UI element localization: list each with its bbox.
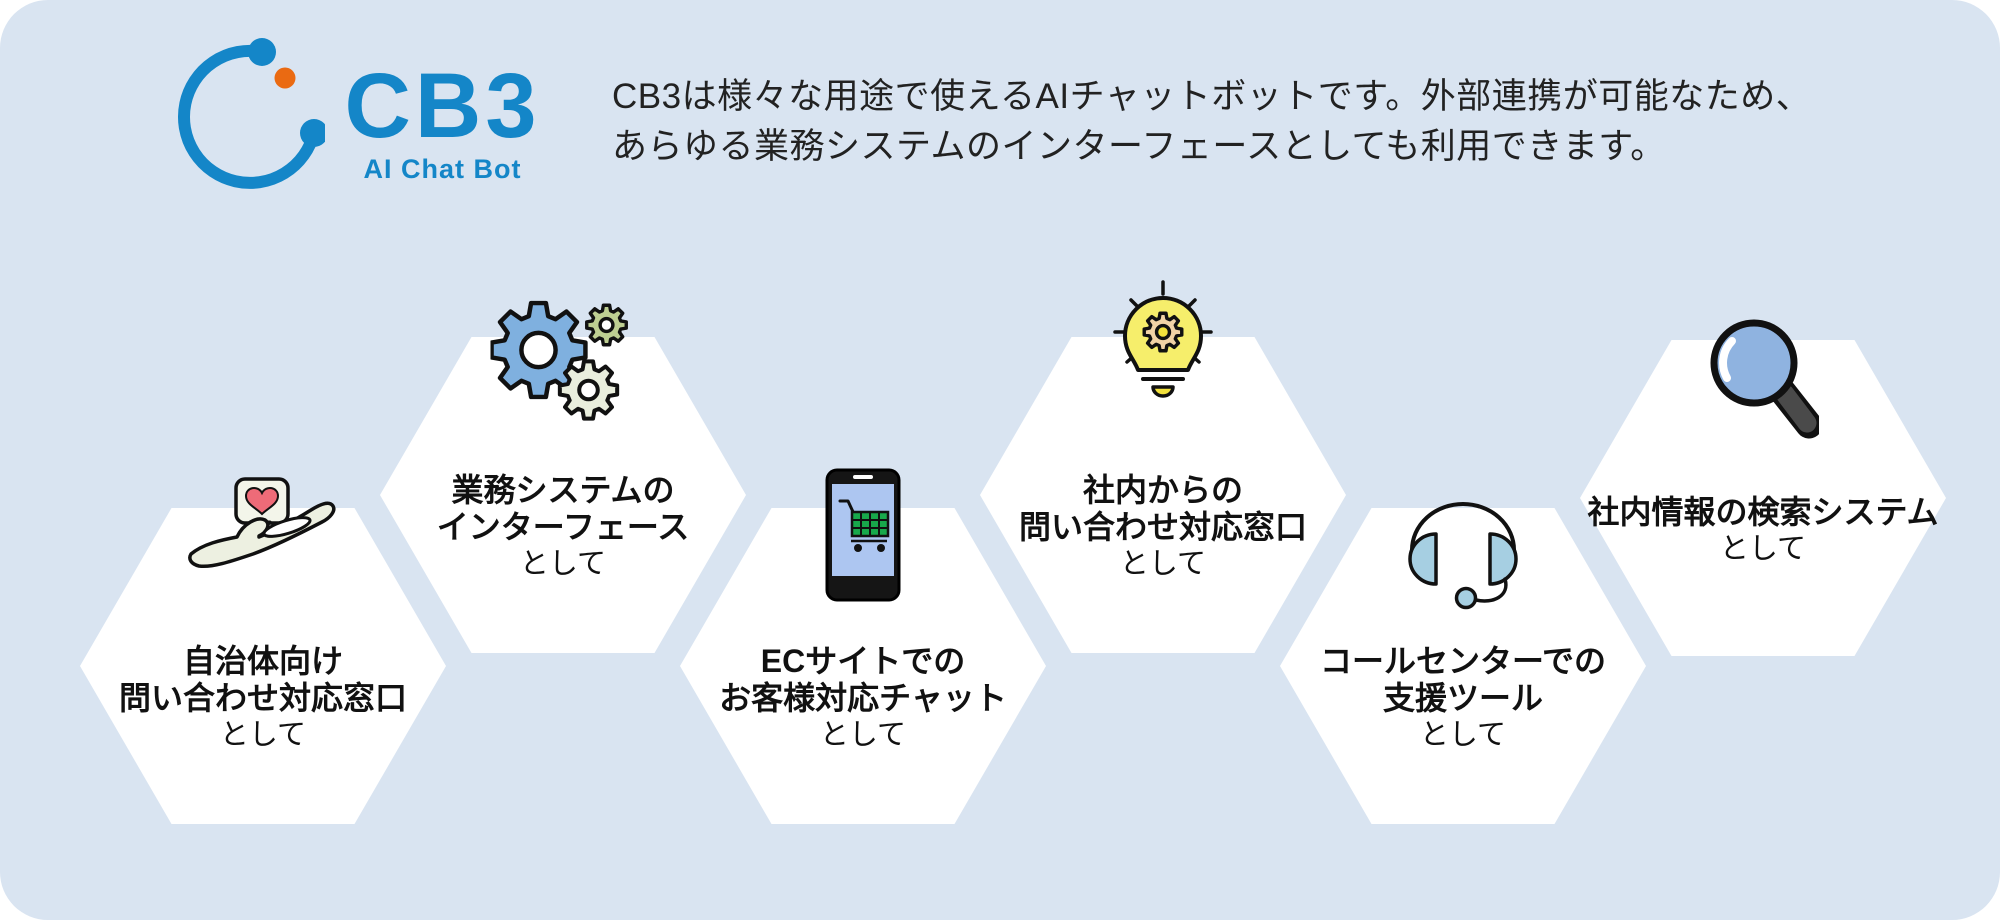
magnifier-icon: [1710, 319, 1819, 439]
hexagon-shape: [80, 508, 446, 824]
hand-heart-icon: [188, 477, 336, 569]
usecase-line: ECサイトでの: [760, 643, 966, 679]
usecase-line: 問い合わせ対応窓口: [1018, 509, 1307, 545]
description-line-2: あらゆる業務システムのインターフェースとしても利用できます。: [612, 127, 1666, 166]
usecase-line: お客様対応チャット: [719, 680, 1007, 716]
usecase-line: インターフェース: [436, 509, 690, 545]
usecase-line: 問い合わせ対応窓口: [118, 680, 407, 716]
hexagon-label: 社内情報の検索システム として: [1533, 470, 1993, 590]
hexagon-call-center: コールセンターでの 支援ツール として: [1280, 502, 1646, 824]
usecase-line: 自治体向け: [182, 643, 343, 679]
cb3-logo-icon: [178, 38, 325, 189]
hexagon-label: 業務システムの インターフェース として: [333, 467, 793, 587]
description-line-1: CB3は様々な用途で使えるAIチャットボットです。外部連携が可能なため、: [612, 77, 1812, 116]
usecase-suffix: として: [1719, 532, 1807, 565]
hexagon-business-system: 業務システムの インターフェース として: [380, 337, 746, 653]
hexagon-label: 社内からの 問い合わせ対応窓口 として: [933, 467, 1393, 587]
hexagon-ec-site-chat: ECサイトでの お客様対応チャット として: [680, 468, 1046, 824]
usecase-line: 業務システムの: [451, 472, 675, 508]
product-description: CB3は様々な用途で使えるAIチャットボットです。外部連携が可能なため、 あらゆ…: [612, 72, 1811, 172]
hexagon-label: 自治体向け 問い合わせ対応窓口 として: [33, 638, 493, 758]
hexagon-shape: [1280, 508, 1646, 824]
usecase-suffix: として: [219, 719, 307, 751]
usecase-suffix: として: [519, 548, 607, 580]
hexagon-label: コールセンターでの 支援ツール として: [1233, 638, 1693, 758]
hexagon-municipal-inquiry: 自治体向け 問い合わせ対応窓口 として: [80, 477, 446, 824]
logo-text: CB3 AI Chat Bot: [335, 60, 550, 185]
logo-title: CB3: [344, 55, 541, 157]
usecase-suffix: として: [1419, 719, 1507, 751]
usecase-line: 支援ツール: [1382, 680, 1543, 716]
hexagon-internal-search: 社内情報の検索システム として: [1580, 319, 1946, 656]
gears-icon: [491, 295, 628, 425]
logo-subtitle: AI Chat Bot: [363, 154, 522, 184]
headset-icon: [1408, 502, 1518, 610]
hexagon-internal-inquiry: 社内からの 問い合わせ対応窓口 として: [980, 280, 1346, 653]
lightbulb-gear-icon: [1113, 280, 1213, 398]
usecase-line: 社内情報の検索システム: [1587, 493, 1939, 530]
shopping-phone-icon: [825, 468, 901, 602]
usecase-suffix: として: [1119, 548, 1207, 580]
usecase-line: コールセンターでの: [1319, 643, 1607, 679]
usecase-suffix: として: [819, 719, 907, 751]
usecase-line: 社内からの: [1082, 472, 1243, 508]
hexagon-label: ECサイトでの お客様対応チャット として: [633, 638, 1093, 758]
